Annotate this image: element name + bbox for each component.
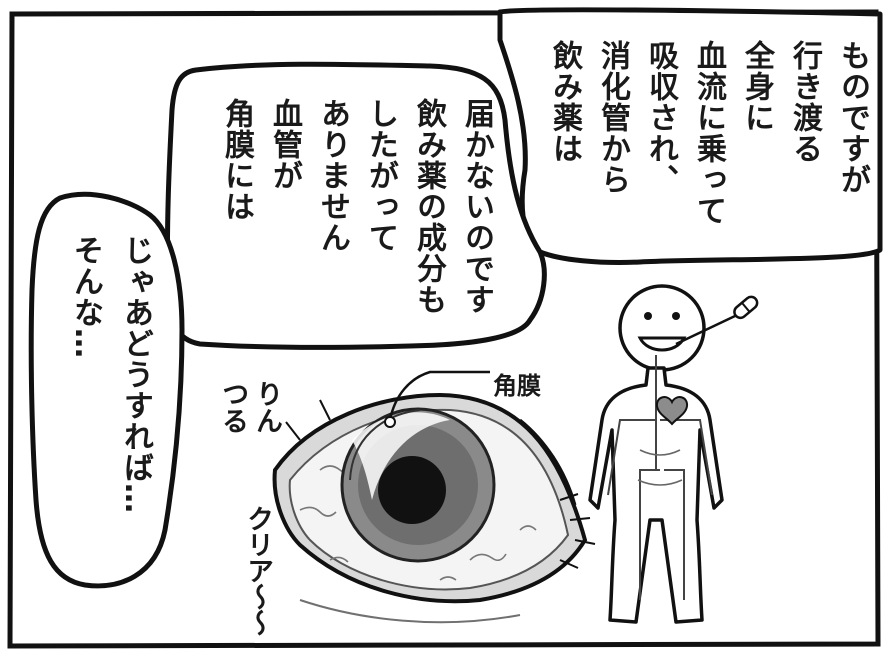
pupil	[378, 456, 446, 524]
cornea-label: 角膜	[493, 372, 541, 400]
text-line: 飲み薬は	[547, 40, 582, 164]
text-line: 血管が	[267, 98, 302, 191]
sfx-line: りん	[251, 380, 282, 434]
text-line: 血流に乗って	[691, 40, 726, 226]
text-line: 行き渡る	[787, 40, 822, 164]
text-line: したがって	[363, 98, 398, 253]
text-line: ものですが	[835, 40, 870, 195]
text-line: 全身に	[739, 40, 774, 133]
text-line: 飲み薬の成分も	[411, 98, 446, 315]
cornea-leader-line	[388, 370, 490, 421]
text-line: ありません	[315, 98, 350, 253]
bubble-absorption-text: ものですが 行き渡る 全身に 血流に乗って 吸収され、 消化管から 飲み薬は	[540, 40, 876, 226]
bubble-cornea-text: 届かないのです 飲み薬の成分も したがって ありません 血管が 角膜には	[212, 98, 500, 315]
speech-bubble-reaction	[28, 191, 185, 589]
text-line: 吸収され、	[643, 40, 678, 195]
heart-icon	[655, 396, 689, 426]
text-line: 角膜には	[219, 98, 254, 222]
cornea-highlight	[352, 412, 450, 500]
human-body-figure	[588, 284, 759, 624]
speech-bubble-absorption	[497, 7, 883, 266]
sfx-line: つる	[217, 380, 248, 434]
sfx-clear: クリア〜〜	[242, 505, 273, 635]
text-line: 届かないのです	[459, 98, 494, 315]
bubble-reaction-text: じゃあどうすれば… そんな…	[60, 235, 160, 514]
pill-icon	[733, 295, 759, 320]
text-line: 消化管から	[595, 40, 630, 195]
sfx-shine: りん つる	[215, 380, 283, 434]
text-line: じゃあどうすれば…	[118, 235, 153, 514]
speech-bubble-cornea-explained	[164, 61, 547, 350]
figure-head	[618, 284, 706, 372]
eye-illustration	[272, 370, 596, 624]
text-line: そんな…	[68, 235, 103, 359]
